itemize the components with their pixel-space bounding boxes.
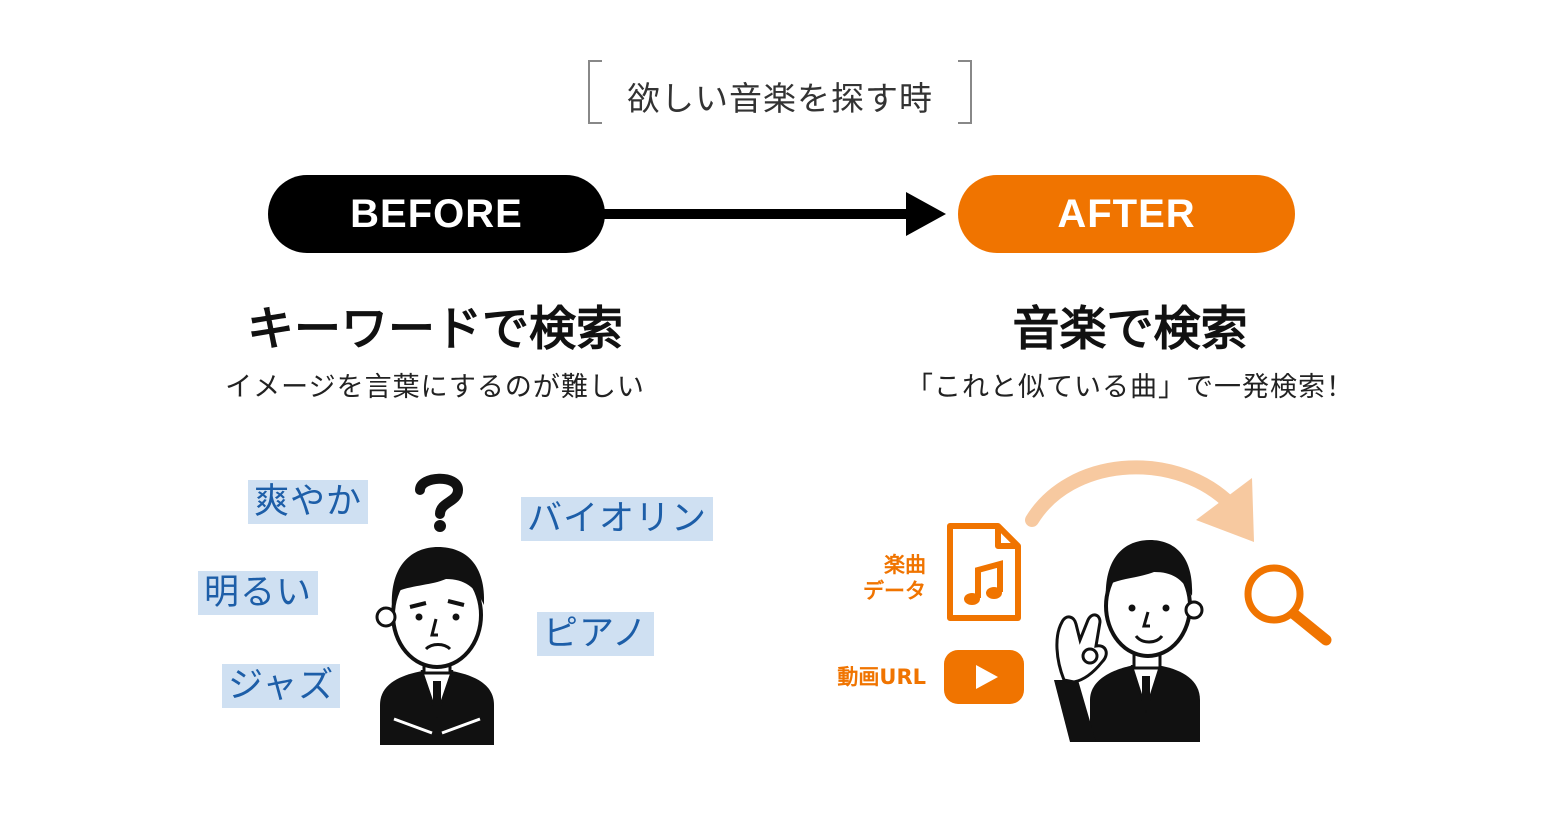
confused-man-icon [375, 547, 494, 745]
keyword-tag: ジャズ [222, 664, 341, 708]
page-title: 欲しい音楽を探す時 [627, 79, 933, 118]
music-data-label-line2: データ [863, 579, 926, 603]
keyword-tag: 明るい [198, 571, 319, 615]
play-button-icon [944, 650, 1024, 704]
keyword-tag: バイオリン [521, 497, 714, 541]
search-icon [1244, 564, 1332, 646]
arrow-right-icon [590, 192, 946, 236]
keyword-tag: ピアノ [537, 612, 654, 656]
before-subtitle: イメージを言葉にするのが難しい [225, 372, 645, 403]
music-data-label-line1: 楽曲 [884, 553, 926, 577]
before-badge: BEFORE [268, 175, 605, 253]
music-data-label: 楽曲 データ [840, 552, 926, 604]
music-file-icon [947, 523, 1021, 621]
curved-arrow-icon [1025, 460, 1254, 542]
before-heading: キーワードで検索 [247, 302, 623, 357]
question-mark-icon [415, 473, 464, 532]
header-bracket: 欲しい音楽を探す時 [588, 60, 972, 124]
keyword-tag: 爽やか [248, 480, 369, 524]
after-badge: AFTER [958, 175, 1295, 253]
bracket-left [588, 60, 602, 124]
after-subtitle: 「これと似ている曲」で一発検索！ [906, 372, 1354, 403]
video-url-label: 動画URL [837, 665, 926, 689]
ok-sign-man-icon [1054, 540, 1204, 742]
bracket-right [958, 60, 972, 124]
after-heading: 音楽で検索 [1012, 302, 1248, 357]
